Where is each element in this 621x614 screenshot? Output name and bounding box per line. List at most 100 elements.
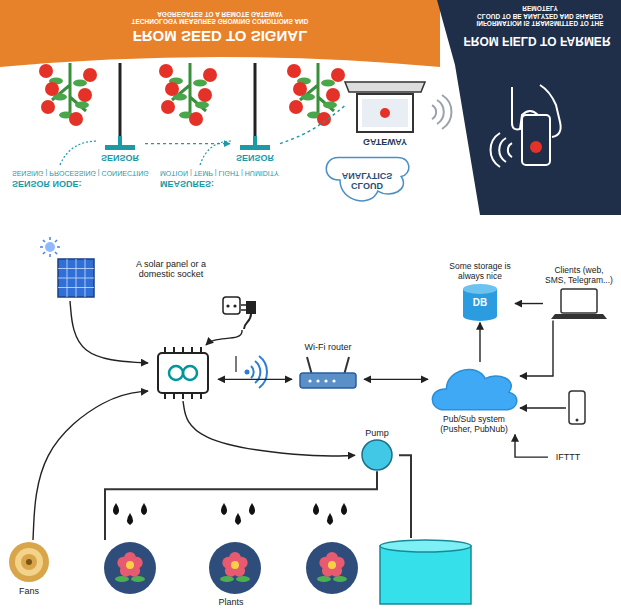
arrow-connector [520, 321, 553, 376]
phone-icon [566, 390, 588, 426]
solar-panel [58, 259, 94, 297]
panel-grid [85, 259, 86, 297]
sun-ray [55, 240, 57, 242]
flower-center [231, 561, 239, 569]
arrow-connector [183, 401, 355, 456]
database-symbol [463, 284, 497, 294]
plant-leaf [220, 576, 234, 582]
caption-heading: MEASURES: [160, 179, 240, 189]
sun-ray [40, 246, 43, 248]
phone-button [576, 419, 579, 422]
wifi-symbol [251, 356, 267, 388]
analytics-cloud: CLOUD ANALYTICS [322, 153, 412, 209]
plants: Plants [100, 540, 362, 607]
solar-icon [40, 237, 100, 301]
sun-ray [49, 254, 51, 257]
sensor-symbol [253, 136, 257, 145]
ifttt-service: IFTTT [548, 452, 588, 462]
connector-layer [0, 0, 621, 215]
tomato [203, 68, 217, 82]
laptop-icon [543, 287, 615, 321]
leader-line [60, 141, 98, 165]
wireless-waves [491, 133, 512, 167]
water-drop [141, 503, 147, 515]
panel-grid [58, 287, 94, 288]
pubsub-cloud: Pub/Sub system (Pusher, PubNub) [428, 362, 520, 435]
socket-hole [233, 304, 236, 307]
plants-icon [100, 540, 362, 596]
arrow-connector [70, 301, 148, 363]
plant-leaf [195, 102, 209, 109]
cloud-shape [432, 370, 516, 410]
plant-pot [306, 542, 358, 594]
node-label: Plants [100, 597, 362, 607]
router-led [316, 380, 319, 383]
icon-box [5, 540, 53, 585]
laptop-base [345, 82, 425, 92]
icon-box [100, 540, 362, 596]
water-drop [235, 513, 241, 525]
screen-dot [380, 108, 390, 118]
plant-leaf [131, 576, 145, 582]
wireless-waves [432, 95, 451, 129]
tomato [289, 100, 303, 114]
sensor-icon [95, 136, 145, 152]
fan-symbol [9, 542, 49, 582]
node-label: SENSOR [95, 153, 145, 163]
hand-outline [512, 85, 561, 137]
icon-box [378, 538, 473, 606]
socket-symbol [223, 297, 240, 314]
chip-icon [148, 345, 218, 401]
plant-pot [209, 542, 261, 594]
fan-symbol [15, 548, 43, 576]
plant-leaf [236, 576, 250, 582]
sensor-node: SENSOR [95, 136, 145, 163]
plant-leaf [323, 102, 337, 109]
phone-outline [522, 115, 550, 165]
router-led [308, 380, 311, 383]
cloud-icon [428, 362, 520, 414]
socket-icon [222, 296, 262, 330]
tomato [293, 82, 307, 96]
arrow-connector [515, 303, 543, 304]
icon-box [345, 78, 425, 136]
soil-band [0, 0, 440, 67]
fans: Fans [5, 540, 53, 596]
node-label: A solar panel or a domestic socket [127, 259, 215, 280]
arrow-connector [479, 323, 480, 362]
panel-title: FROM FIELD TO FARMER [458, 33, 616, 47]
microcontroller [158, 353, 208, 393]
sensor-symbol [105, 145, 135, 150]
infographic-art [0, 0, 621, 215]
water-drop [327, 513, 333, 525]
water-drop [341, 503, 347, 515]
sensor-symbol [118, 136, 122, 145]
wifi-router: Wi-Fi router [292, 342, 364, 393]
plant-leaf [75, 102, 89, 109]
sensor-symbol [240, 145, 270, 150]
phone-symbol [569, 391, 585, 424]
arrow-connector [280, 106, 345, 144]
water-drop [249, 503, 255, 515]
caption-text: MOTION | TEMP | LIGHT | HUMIDITY [160, 169, 300, 177]
leader-line [200, 141, 232, 165]
panel-subtitle: INFORMATION IS TRANSMITTED TO THE CLOUD … [470, 5, 610, 27]
water-tank [380, 546, 471, 604]
arrow-connector [520, 407, 566, 408]
cloud-shape [326, 157, 409, 200]
sun-ray [57, 246, 60, 248]
arrow-connector [145, 143, 230, 144]
panel-grid [58, 278, 94, 279]
tomato [39, 64, 53, 78]
icon-box [95, 136, 145, 152]
sun-ray [43, 240, 45, 242]
sun-ray [43, 252, 45, 254]
tomato [78, 88, 92, 102]
plant-leaf [73, 80, 87, 87]
fan-symbol [21, 554, 37, 570]
bracket [235, 356, 236, 372]
icon-box: CLOUD ANALYTICS [322, 153, 412, 209]
node-label: Clients (web, SMS, Telegram...) [543, 266, 615, 286]
socket-icon [222, 296, 262, 330]
tomato [45, 82, 59, 96]
